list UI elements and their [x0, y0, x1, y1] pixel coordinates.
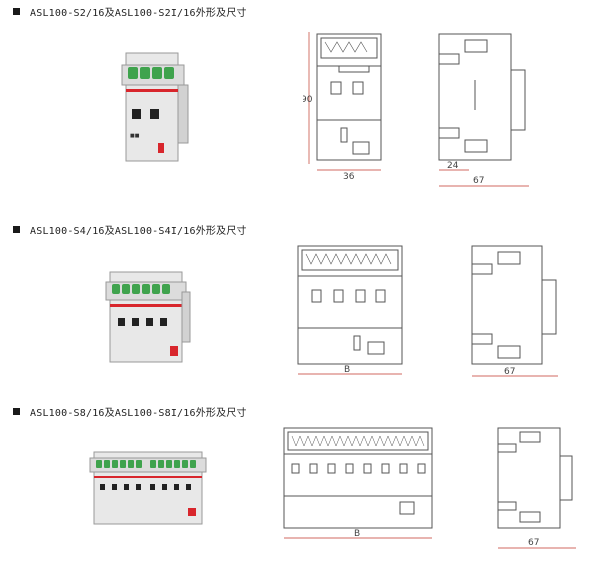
section-title-s4: ASL100-S4/16及ASL100-S4I/16外形及尺寸 — [13, 222, 247, 237]
product-photo-s8 — [89, 451, 207, 525]
dim-depth-24: 24 — [447, 161, 459, 171]
dim-depth-67: 67 — [473, 176, 484, 186]
dim-depth-67: 67 — [528, 538, 539, 548]
section-title-s2: ASL100-S2/16及ASL100-S2I/16外形及尺寸 — [13, 4, 247, 19]
bullet-square-icon — [13, 408, 20, 415]
side-drawing-s8: 67 — [497, 427, 576, 549]
bullet-square-icon — [13, 226, 20, 233]
side-drawing-s2: 24 67 — [438, 33, 529, 187]
svg-text:■■: ■■ — [130, 133, 140, 139]
bullet-square-icon — [13, 8, 20, 15]
dim-width-36: 36 — [343, 172, 355, 180]
product-photo-s2: ■■ — [121, 52, 189, 162]
front-drawing-s2: 90 36 — [303, 32, 382, 180]
dim-width-b: B — [354, 529, 360, 539]
dim-depth-67: 67 — [504, 367, 515, 377]
front-drawing-s8: B — [283, 427, 433, 539]
dim-height-90: 90 — [303, 95, 313, 105]
side-drawing-s4: 67 — [471, 245, 558, 377]
product-photo-s4 — [105, 271, 191, 363]
front-drawing-s4: B — [297, 245, 403, 375]
dim-width-b: B — [344, 365, 350, 375]
section-title-s8: ASL100-S8/16及ASL100-S8I/16外形及尺寸 — [13, 404, 247, 419]
